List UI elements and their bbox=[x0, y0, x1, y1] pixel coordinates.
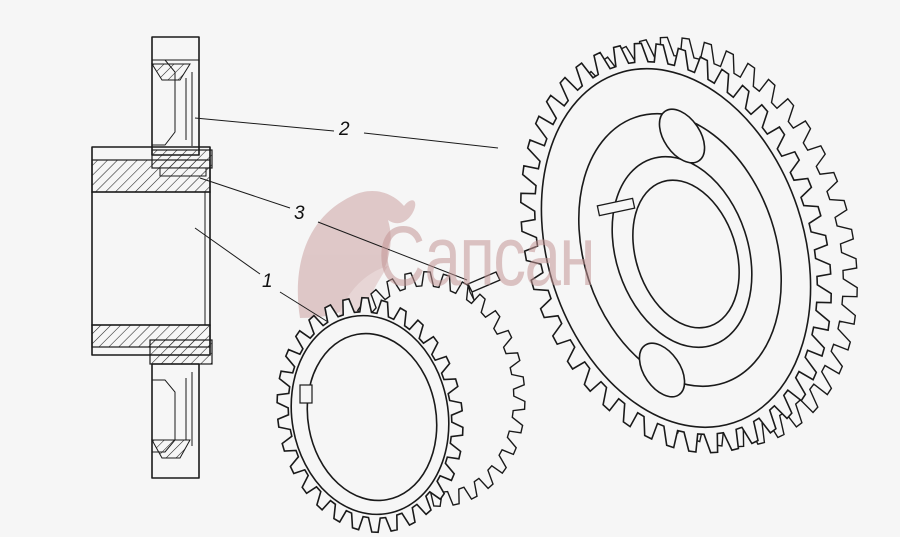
leader-line-1b bbox=[279, 291, 329, 323]
leader-lines bbox=[194, 117, 499, 323]
callout-label-1: 1 bbox=[262, 271, 273, 292]
watermark-text: Сапсан bbox=[378, 209, 596, 303]
large-gear-hole-top bbox=[658, 108, 706, 164]
large-gear-rim bbox=[540, 67, 812, 429]
large-gear-keyway bbox=[596, 197, 636, 217]
large-gear bbox=[519, 36, 858, 454]
leader-line-2b bbox=[363, 132, 499, 149]
small-gear-bore bbox=[306, 332, 438, 502]
small-gear-keyway bbox=[299, 384, 313, 404]
large-gear-bore bbox=[632, 179, 740, 329]
small-gear-rim bbox=[290, 314, 450, 516]
leader-line-2a bbox=[194, 117, 335, 132]
leader-line-3a bbox=[199, 177, 291, 209]
assembly-section bbox=[91, 36, 213, 479]
callout-label-3: 3 bbox=[294, 203, 305, 224]
large-gear-web bbox=[577, 112, 783, 388]
leader-line-1a bbox=[194, 227, 261, 275]
large-gear-hole-bottom bbox=[638, 342, 686, 398]
callout-label-2: 2 bbox=[339, 119, 350, 140]
key-part bbox=[467, 271, 501, 301]
small-gear bbox=[276, 270, 526, 534]
leader-line-3b bbox=[317, 221, 468, 281]
